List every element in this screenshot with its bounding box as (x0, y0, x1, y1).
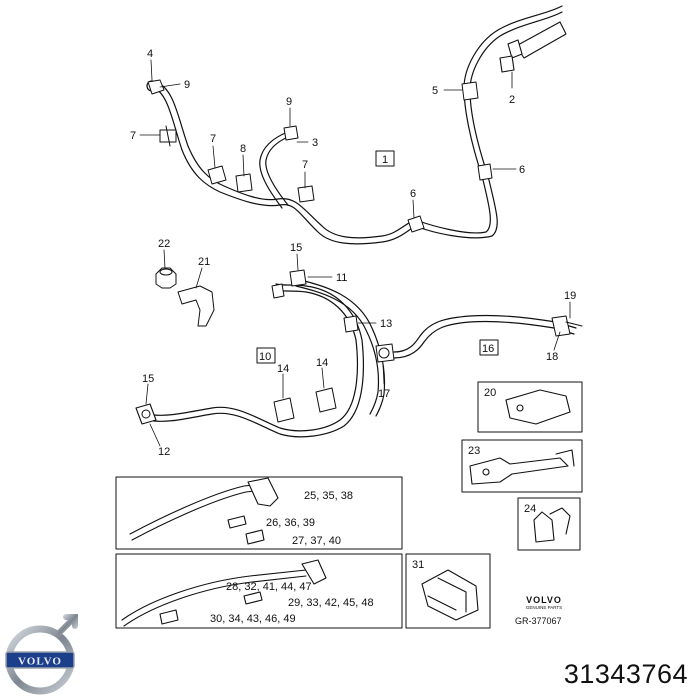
logo-wordmark: VOLVO (18, 656, 62, 668)
callout-17: 17 (378, 388, 390, 400)
kit-1-drawing (129, 477, 279, 545)
callout-4: 4 (147, 48, 153, 60)
part-31-drawing (421, 569, 479, 621)
callout-14a: 14 (277, 363, 289, 375)
callout-12: 12 (158, 446, 170, 458)
brand-block: VOLVO GENUINE PARTS (514, 596, 574, 611)
kit1-line3: 27, 37, 40 (292, 535, 341, 547)
callout-14b: 14 (316, 357, 328, 369)
kit2-line2: 29, 33, 42, 45, 48 (288, 597, 374, 609)
callout-19: 19 (564, 290, 576, 302)
boxed-16: 16 (482, 343, 494, 355)
callout-15b: 15 (142, 373, 154, 385)
lower-cable-harness (135, 269, 386, 438)
callout-13: 13 (380, 318, 392, 330)
nut-22 (155, 267, 177, 289)
inset-31: 31 (412, 559, 424, 571)
callout-15a: 15 (290, 242, 302, 254)
part-23-drawing (469, 449, 575, 485)
leader-lines (139, 59, 571, 447)
callout-7b: 7 (210, 133, 216, 145)
inset-23: 23 (468, 445, 480, 457)
upper-cable-harness (146, 5, 567, 245)
kit2-line1: 28, 32, 41, 44, 47 (226, 581, 312, 593)
callout-3: 3 (312, 137, 318, 149)
volvo-iron-mark-icon: VOLVO (5, 614, 78, 695)
kit1-line2: 26, 36, 39 (266, 517, 315, 529)
callout-6a: 6 (519, 164, 525, 176)
callout-7a: 7 (130, 130, 136, 142)
callout-21: 21 (198, 256, 210, 268)
boxed-labels: 1 10 16 (259, 154, 494, 363)
boxed-10: 10 (259, 351, 271, 363)
boxed-1: 1 (382, 154, 388, 166)
kit-2-drawing (121, 559, 327, 627)
cable-16 (375, 314, 583, 363)
bracket-21 (177, 285, 215, 327)
callout-11: 11 (336, 272, 347, 284)
callout-5: 5 (432, 85, 438, 97)
ref-code: GR-377067 (515, 616, 562, 626)
callout-6b: 6 (410, 188, 416, 200)
callout-labels: 4 9 7 7 8 9 3 7 5 2 6 6 22 21 15 11 13 1… (130, 48, 576, 458)
callout-9a: 9 (184, 79, 190, 91)
callout-8: 8 (240, 143, 246, 155)
callout-9b: 9 (286, 96, 292, 108)
callout-18: 18 (546, 351, 558, 363)
part-number: 31343764 (563, 659, 688, 689)
part-20-drawing (505, 389, 571, 425)
inset-20: 20 (484, 387, 496, 399)
inset-frames (115, 150, 583, 629)
inset-labels: 20 23 24 31 25, 35, 38 26, 36, 39 27, 37… (210, 387, 536, 625)
brand-name: VOLVO (526, 595, 562, 605)
brand-sub: GENUINE PARTS (525, 605, 563, 610)
kit1-line1: 25, 35, 38 (304, 490, 353, 502)
callout-7c: 7 (302, 159, 308, 171)
part-24-drawing (533, 507, 571, 543)
callout-2: 2 (509, 94, 515, 106)
inset-24: 24 (524, 503, 536, 515)
callout-22: 22 (158, 238, 170, 250)
kit2-line3: 30, 34, 43, 46, 49 (210, 613, 296, 625)
